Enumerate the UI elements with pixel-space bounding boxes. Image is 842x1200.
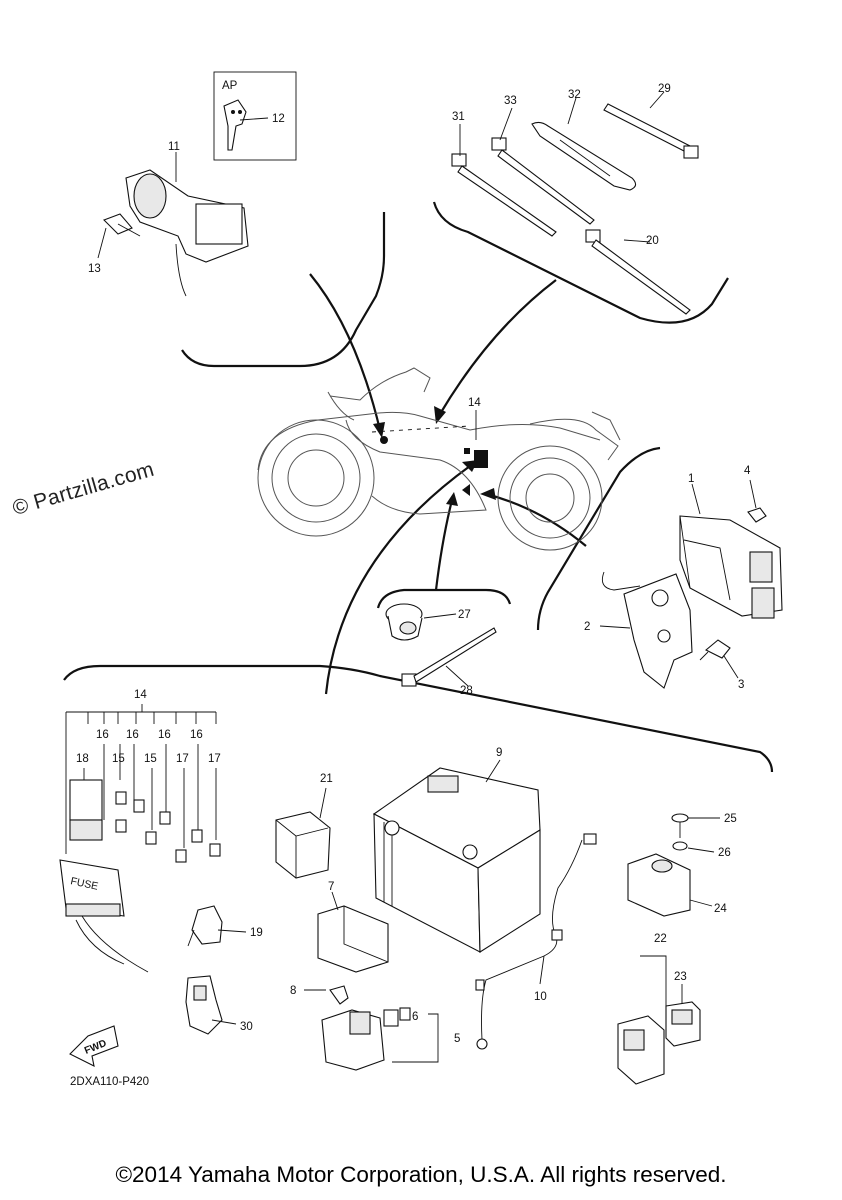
callout-11: 11 <box>168 141 180 153</box>
callout-17-b: 17 <box>208 753 221 765</box>
starter-relay-18 <box>69 779 103 841</box>
callout-31: 31 <box>452 111 465 123</box>
cover-7 <box>317 905 389 973</box>
holder-19 <box>187 905 223 947</box>
callout-16-b: 16 <box>126 729 139 741</box>
callout-23: 23 <box>674 971 687 983</box>
callout-16-a: 16 <box>96 729 109 741</box>
copyright-notice: ©2014 Yamaha Motor Corporation, U.S.A. A… <box>115 1162 727 1187</box>
callout-19: 19 <box>250 927 263 939</box>
callout-4: 4 <box>744 465 751 477</box>
battery-lead-10 <box>475 833 597 1050</box>
leader-ecu <box>485 492 587 547</box>
callout-14-bike: 14 <box>468 397 481 409</box>
callout-5: 5 <box>454 1033 460 1045</box>
callout-1: 1 <box>688 473 694 485</box>
holder-30 <box>185 975 223 1035</box>
callout-16-c: 16 <box>158 729 171 741</box>
fuse-box <box>59 859 149 973</box>
relay-22 <box>617 1015 665 1085</box>
relay-23 <box>665 1001 701 1047</box>
ap-key-box <box>213 71 297 161</box>
callout-26: 26 <box>718 847 731 859</box>
fuses-15-16-17 <box>115 791 221 863</box>
fuse-6 <box>383 1007 411 1027</box>
main-switch-11 <box>125 169 249 297</box>
bolt-8 <box>329 985 349 1005</box>
callout-33: 33 <box>504 95 517 107</box>
callout-15-b: 15 <box>144 753 157 765</box>
starter-relay-5 <box>321 1009 385 1071</box>
motorcycle-outline <box>257 367 621 551</box>
tie-section-bracket <box>432 201 729 324</box>
leader-electrical <box>324 465 471 695</box>
washer-26 <box>672 841 688 851</box>
callout-30: 30 <box>240 1021 253 1033</box>
callout-14-fuse: 14 <box>134 689 147 701</box>
callout-32: 32 <box>568 89 581 101</box>
fuse-bracket-lines <box>65 704 217 854</box>
box-label-ap: AP <box>222 80 238 92</box>
bolt-25 <box>671 813 689 838</box>
ecu-section-bracket <box>536 446 661 631</box>
bolt-13 <box>103 213 141 237</box>
callout-12: 12 <box>272 113 285 125</box>
callout-labels: AP 12 11 13 31 33 32 29 20 14 1 4 2 3 27… <box>69 80 751 1057</box>
diagram-reference-code: 2DXA110-P420 <box>70 1076 150 1088</box>
cable-band-32 <box>531 121 637 191</box>
bracket-2 <box>601 571 693 689</box>
nut-4 <box>747 507 767 523</box>
callout-27: 27 <box>458 609 471 621</box>
callout-7: 7 <box>328 881 334 893</box>
callout-24: 24 <box>714 903 727 915</box>
callout-21: 21 <box>320 773 333 785</box>
key-12 <box>223 99 247 151</box>
callout-15-a: 15 <box>112 753 125 765</box>
callout-13: 13 <box>88 263 101 275</box>
callout-22: 22 <box>654 933 667 945</box>
callout-17-a: 17 <box>176 753 189 765</box>
cable-tie-29 <box>603 103 699 159</box>
holder-24 <box>627 853 691 917</box>
callout-25: 25 <box>724 813 737 825</box>
bracket-22 <box>640 955 667 1022</box>
fuse-box-label: FUSE <box>69 875 99 893</box>
callout-28: 28 <box>460 685 473 697</box>
cable-tie-33 <box>491 137 595 225</box>
callout-18: 18 <box>76 753 89 765</box>
clamp-27 <box>385 603 423 641</box>
callout-10: 10 <box>534 991 547 1003</box>
callout-2: 2 <box>584 621 590 633</box>
electrical-section-bracket <box>63 664 774 773</box>
cable-tie-31 <box>451 153 557 237</box>
callout-29: 29 <box>658 83 671 95</box>
bolt-3 <box>699 639 731 661</box>
cable-tie-20 <box>585 229 691 315</box>
battery-9 <box>372 767 541 953</box>
leader-ignition <box>309 273 382 431</box>
callout-16-d: 16 <box>190 729 203 741</box>
callout-20: 20 <box>646 235 659 247</box>
ignition-section-bracket <box>181 212 386 368</box>
clamp-section-bracket <box>376 588 512 609</box>
callout-6: 6 <box>412 1011 418 1023</box>
callout-9: 9 <box>496 747 502 759</box>
relay-21 <box>275 811 331 879</box>
callout-3: 3 <box>738 679 744 691</box>
ecu-1 <box>679 515 783 619</box>
leader-clamp <box>434 499 454 591</box>
callout-leaders <box>97 91 757 1025</box>
cable-tie-28 <box>401 627 497 687</box>
bracket-5-6 <box>392 1013 439 1063</box>
fwd-arrow <box>69 1025 119 1067</box>
leader-ties <box>439 279 557 415</box>
callout-8: 8 <box>290 985 296 997</box>
